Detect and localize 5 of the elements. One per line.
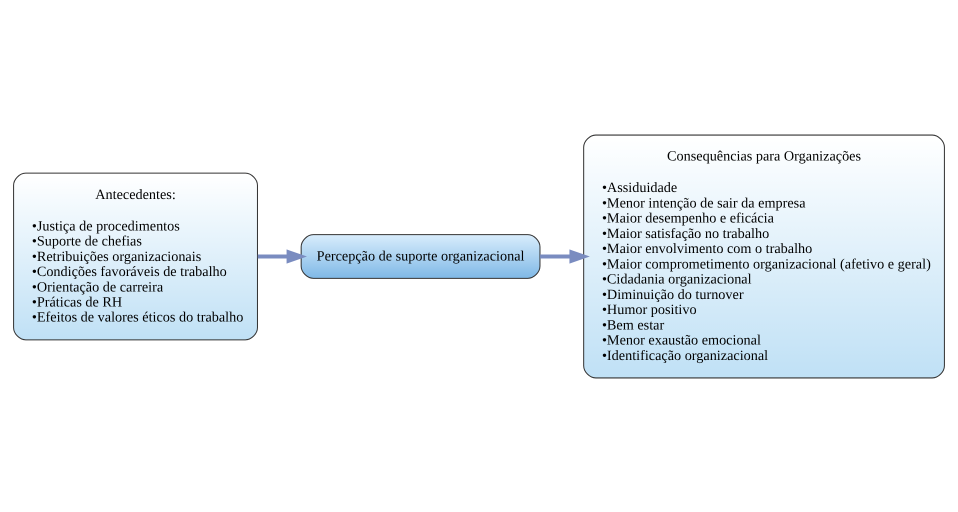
arrow [258,248,307,264]
arrow [540,248,590,264]
node-box: Consequências para Organizações •Assiduidade •Menor intenção de sair da empresa •Maior desempenho e eficácia •Maior satisfação no trabalho •Maior envolvimento com o trabalho •Maior comprometimento organizacional (afetivo e geral) •Cidadania organizacional •Diminuição do turnover •Humor positivo •Bem estar •Menor exaustão emocional •Identificação organizacional [583,134,945,378]
node-box: Percepção de suporte organizacional [300,234,540,278]
node-box: Antecedentes: •Justiça de procedimentos •Suporte de chefias •Retribuições organizacionais •Condições favoráveis de trabalho •Orientação de carreira •Práticas de RH •Efeitos de valores éticos do trabalho [13,172,258,340]
